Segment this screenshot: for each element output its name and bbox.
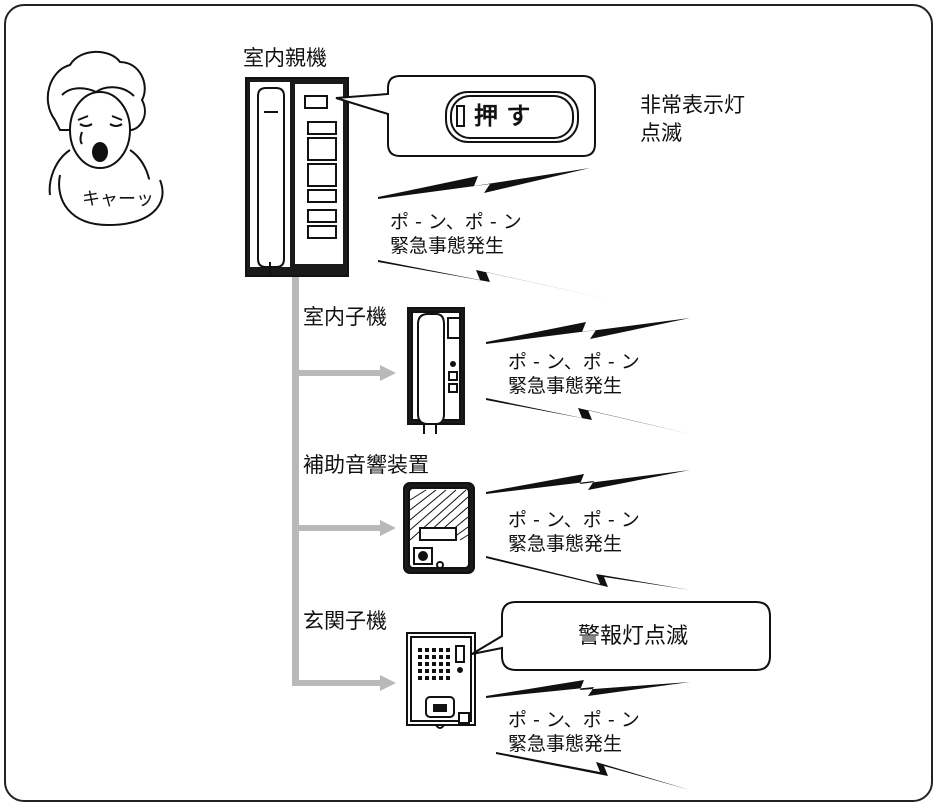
sound-text-line2: 緊急事態発生 (508, 375, 623, 397)
alarm-light-text: 警報灯点滅 (578, 624, 689, 649)
diagram-frame (4, 4, 933, 802)
master-unit-label: 室内親機 (243, 46, 327, 70)
sound-text-line1: ポ - ン、ポ - ン (508, 709, 640, 731)
sub-unit-label: 室内子機 (303, 305, 387, 329)
sound-text-line2: 緊急事態発生 (390, 235, 505, 257)
push-button-text: 押 す (474, 102, 531, 130)
door-callout-bubble (471, 601, 771, 671)
master-callout-bubble (335, 75, 596, 157)
emergency-light-label: 非常表示灯 (640, 93, 745, 117)
connector-lines (292, 275, 396, 691)
aux-speaker-label: 補助音響装置 (303, 453, 429, 477)
sound-text-line1: ポ - ン、ポ - ン (390, 211, 522, 233)
sound-wave-lines (378, 168, 690, 790)
sound-text-aux-speaker: ポ - ン、ポ - ン 緊急事態発生 (508, 508, 640, 556)
door-unit-icon (406, 632, 476, 729)
master-unit-icon (245, 77, 349, 277)
sound-text-line1: ポ - ン、ポ - ン (508, 509, 640, 531)
sub-unit-icon (407, 307, 465, 434)
screaming-person-icon (46, 50, 164, 227)
sound-text-sub-unit: ポ - ン、ポ - ン 緊急事態発生 (508, 350, 640, 398)
sound-text-line1: ポ - ン、ポ - ン (508, 351, 640, 373)
person-speech: キャーッ (82, 189, 154, 210)
door-unit-label: 玄関子機 (303, 609, 387, 633)
sound-text-master: ポ - ン、ポ - ン 緊急事態発生 (390, 210, 522, 258)
sound-text-line2: 緊急事態発生 (508, 733, 623, 755)
sound-text-door-unit: ポ - ン、ポ - ン 緊急事態発生 (508, 708, 640, 756)
emergency-light-status: 点滅 (640, 121, 682, 145)
sound-text-line2: 緊急事態発生 (508, 533, 623, 555)
aux-speaker-icon (403, 482, 475, 574)
